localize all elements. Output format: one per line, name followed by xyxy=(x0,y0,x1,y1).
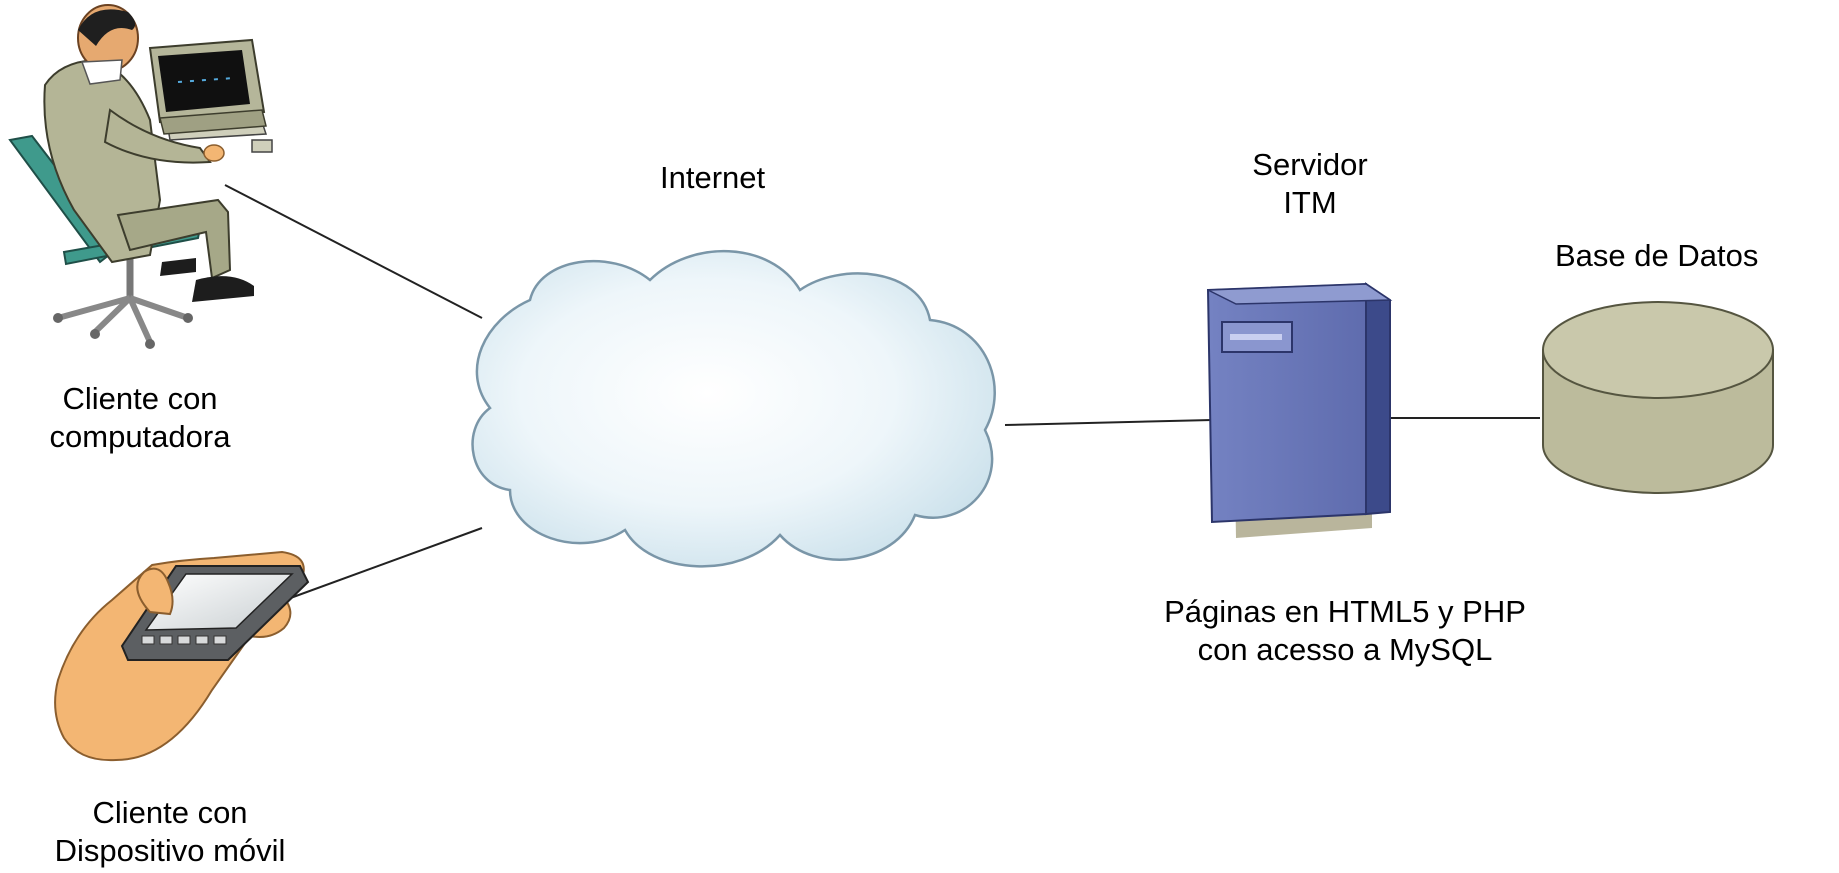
label-database: Base de Datos xyxy=(1555,238,1759,273)
hand-with-mobile-device-icon xyxy=(54,550,310,762)
link-internet-to-server xyxy=(1004,419,1213,426)
label-client-mobile-line1: Cliente con xyxy=(92,795,248,830)
label-server-description: Páginas en HTML5 y PHP con acesso a MySQ… xyxy=(1135,593,1555,669)
cloud-icon xyxy=(471,250,996,568)
label-server: Servidor ITM xyxy=(1220,146,1400,222)
link-pc-to-internet xyxy=(224,184,483,319)
server-tower-icon xyxy=(1206,282,1393,538)
label-client-computer-line2: computadora xyxy=(49,419,231,454)
label-client-computer: Cliente con computadora xyxy=(20,380,260,456)
label-client-mobile: Cliente con Dispositivo móvil xyxy=(20,794,320,870)
person-at-computer-icon xyxy=(8,4,273,349)
connection-lines xyxy=(224,184,1540,601)
label-client-computer-line1: Cliente con xyxy=(62,381,218,416)
label-client-mobile-line2: Dispositivo móvil xyxy=(54,833,286,868)
link-mobile-to-internet xyxy=(284,527,483,601)
label-server-description-line1: Páginas en HTML5 y PHP xyxy=(1164,594,1526,629)
label-server-line1: Servidor xyxy=(1252,147,1368,182)
label-server-description-line2: con acesso a MySQL xyxy=(1197,632,1493,667)
label-internet: Internet xyxy=(660,160,766,195)
label-server-line2: ITM xyxy=(1283,185,1337,220)
database-cylinder-icon xyxy=(1542,301,1774,494)
